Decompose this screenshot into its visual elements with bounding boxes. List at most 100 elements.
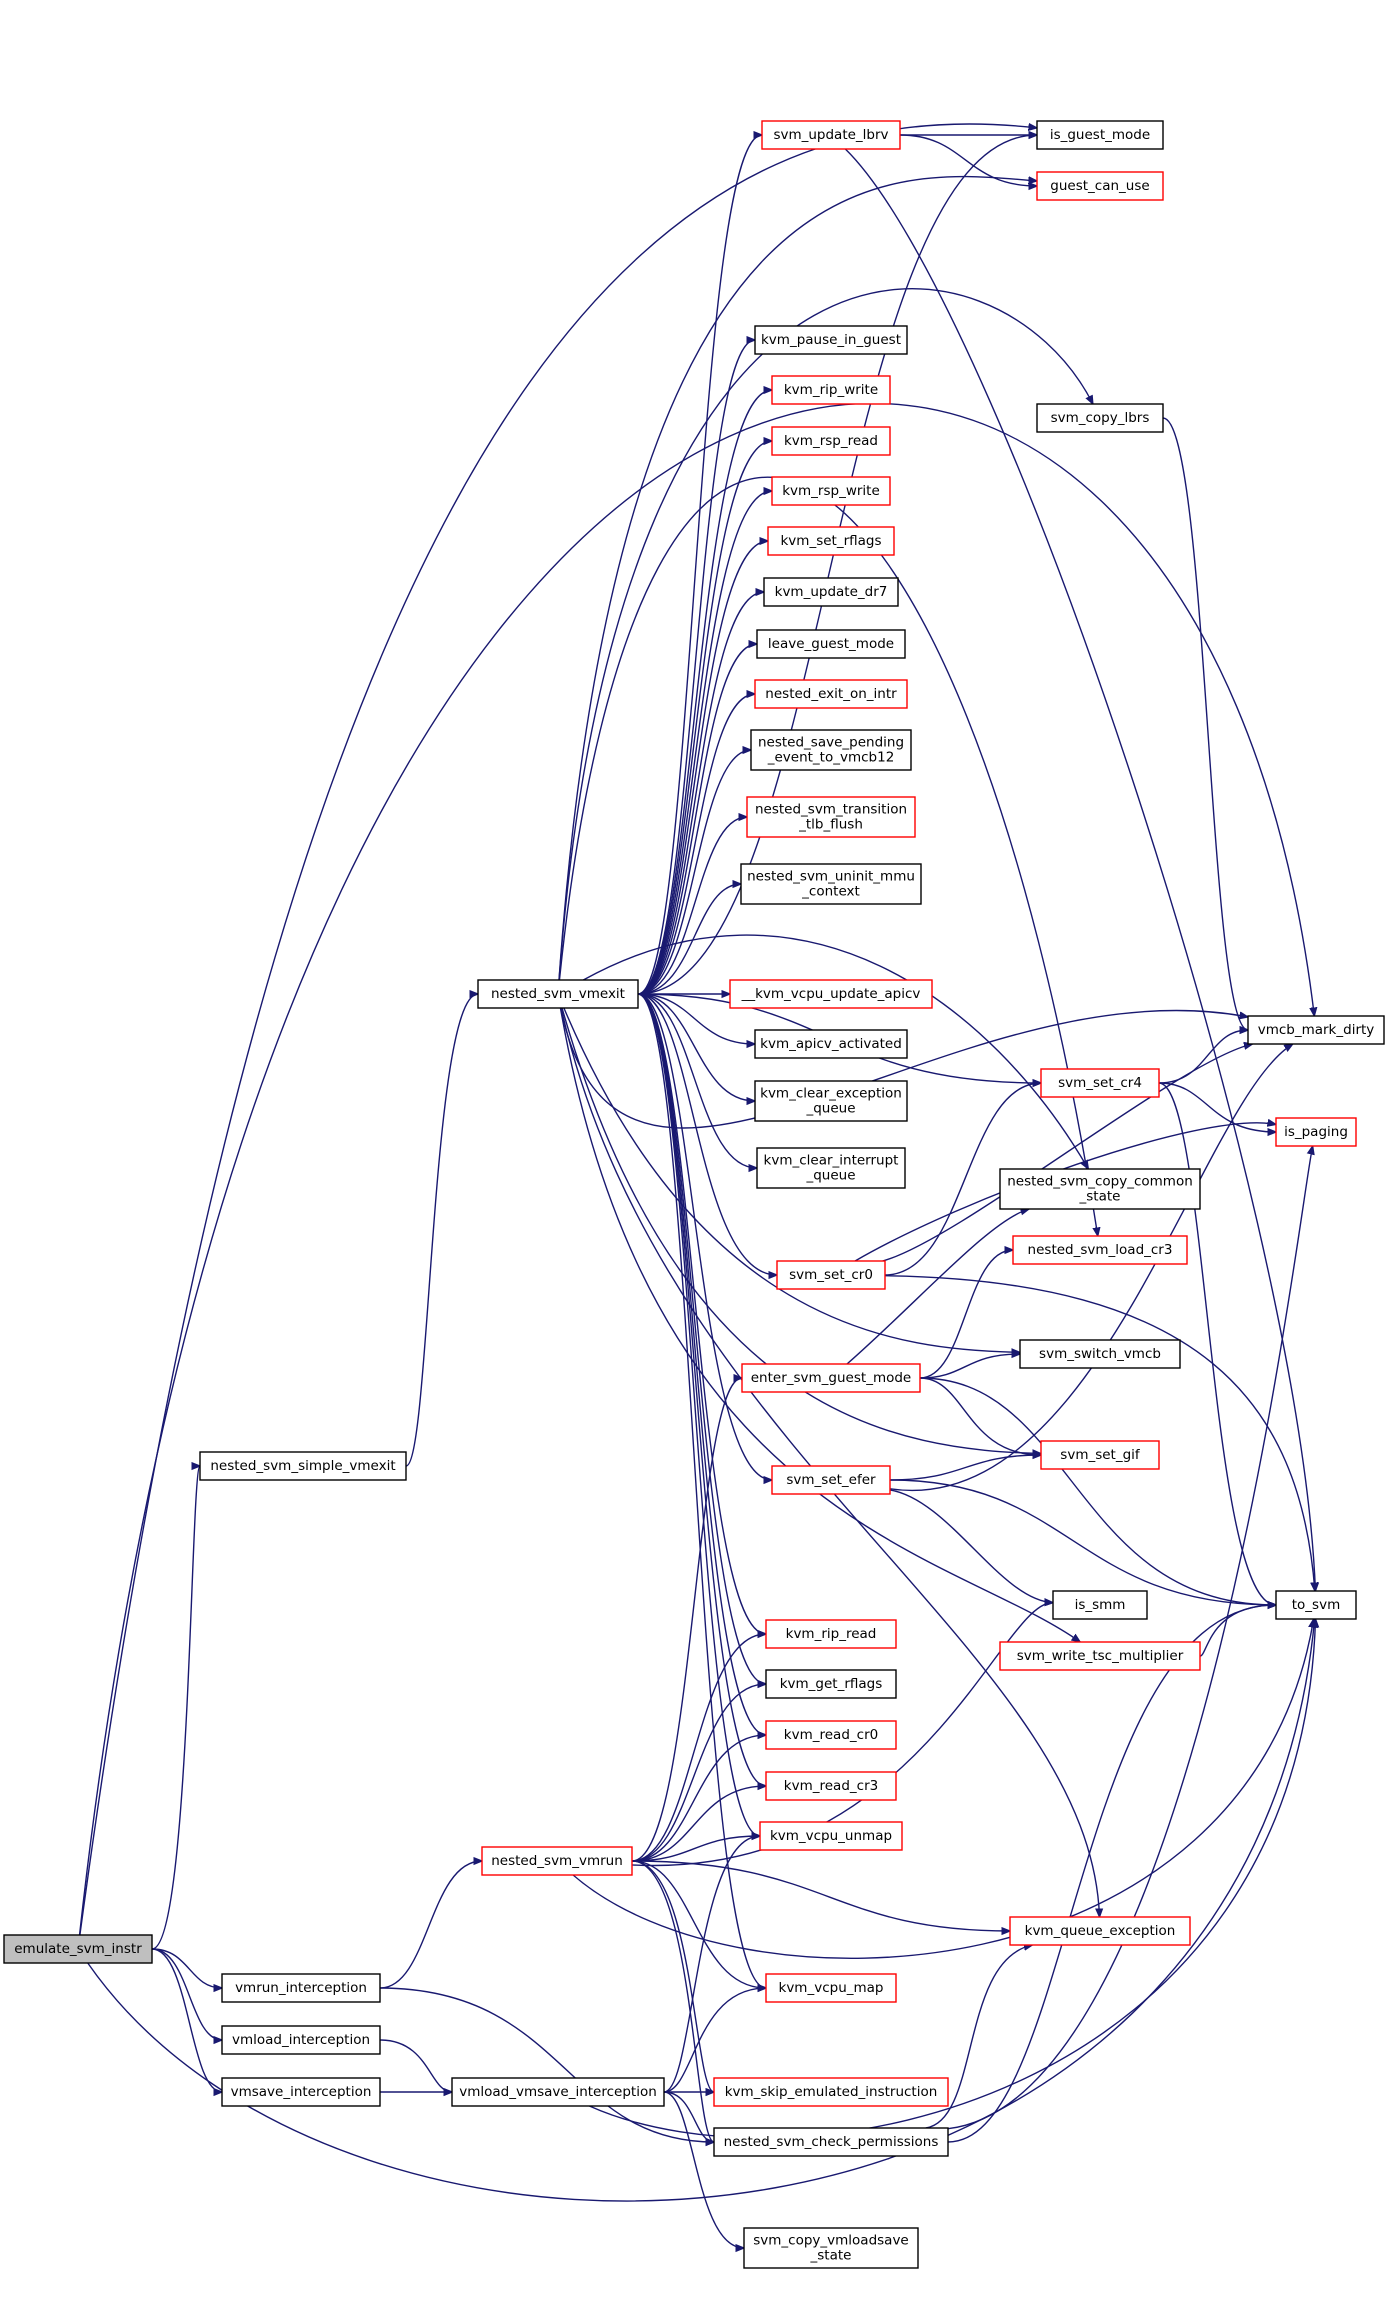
node-box[interactable] bbox=[477, 979, 639, 1009]
node-is-guest-mode[interactable]: is_guest_mode bbox=[1036, 120, 1164, 150]
node-kvm-skip-emulated-instruction[interactable]: kvm_skip_emulated_instruction bbox=[713, 2077, 949, 2107]
node-box[interactable] bbox=[1009, 1916, 1191, 1946]
node-svm-set-cr4[interactable]: svm_set_cr4 bbox=[1040, 1068, 1160, 1098]
node-box[interactable] bbox=[756, 629, 906, 659]
node-nested-svm-vmexit[interactable]: nested_svm_vmexit bbox=[477, 979, 639, 1009]
node-kvm-rsp-write[interactable]: kvm_rsp_write bbox=[771, 476, 891, 506]
node-svm-switch-vmcb[interactable]: svm_switch_vmcb bbox=[1019, 1339, 1181, 1369]
node-box[interactable] bbox=[765, 1771, 897, 1801]
node-nested-svm-uninit-mmu-context[interactable]: nested_svm_uninit_mmu_context bbox=[740, 863, 922, 905]
node-box[interactable] bbox=[776, 1260, 886, 1290]
node-nested-exit-on-intr[interactable]: nested_exit_on_intr bbox=[754, 679, 908, 709]
node-svm-update-lbrv[interactable]: svm_update_lbrv bbox=[761, 120, 901, 150]
node-box[interactable] bbox=[765, 1720, 897, 1750]
node-box[interactable] bbox=[740, 863, 922, 905]
node-kvm-queue-exception[interactable]: kvm_queue_exception bbox=[1009, 1916, 1191, 1946]
node-box[interactable] bbox=[763, 577, 899, 607]
node-box[interactable] bbox=[3, 1934, 153, 1964]
node-box[interactable] bbox=[1036, 403, 1164, 433]
node-to-svm[interactable]: to_svm bbox=[1275, 1590, 1357, 1620]
node-kvm-rip-read[interactable]: kvm_rip_read bbox=[765, 1619, 897, 1649]
node-box[interactable] bbox=[481, 1846, 633, 1876]
node-kvm-read-cr3[interactable]: kvm_read_cr3 bbox=[765, 1771, 897, 1801]
node-nested-svm-vmrun[interactable]: nested_svm_vmrun bbox=[481, 1846, 633, 1876]
node-box[interactable] bbox=[746, 796, 916, 838]
node-box[interactable] bbox=[221, 2025, 381, 2055]
node-box[interactable] bbox=[754, 1029, 908, 1059]
node-nested-save-pending-event-to-vmcb12[interactable]: nested_save_pending_event_to_vmcb12 bbox=[750, 729, 912, 771]
node-box[interactable] bbox=[1247, 1015, 1385, 1045]
node-box[interactable] bbox=[1012, 1235, 1188, 1265]
node-box[interactable] bbox=[754, 325, 908, 355]
node-kvm-vcpu-unmap[interactable]: kvm_vcpu_unmap bbox=[759, 1821, 903, 1851]
node-box[interactable] bbox=[1052, 1590, 1148, 1620]
node-vmcb-mark-dirty[interactable]: vmcb_mark_dirty bbox=[1247, 1015, 1385, 1045]
node-nested-svm-check-permissions[interactable]: nested_svm_check_permissions bbox=[713, 2127, 949, 2157]
node-vmload-vmsave-interception[interactable]: vmload_vmsave_interception bbox=[451, 2077, 665, 2107]
node-emulate-svm-instr[interactable]: emulate_svm_instr bbox=[3, 1934, 153, 1964]
node-box[interactable] bbox=[1036, 171, 1164, 201]
node-enter-svm-guest-mode[interactable]: enter_svm_guest_mode bbox=[741, 1363, 921, 1393]
node-box[interactable] bbox=[1275, 1590, 1357, 1620]
node-box[interactable] bbox=[451, 2077, 665, 2107]
node-nested-svm-simple-vmexit[interactable]: nested_svm_simple_vmexit bbox=[199, 1451, 407, 1481]
node-box[interactable] bbox=[713, 2077, 949, 2107]
node-leave-guest-mode[interactable]: leave_guest_mode bbox=[756, 629, 906, 659]
node-box[interactable] bbox=[761, 120, 901, 150]
node-box[interactable] bbox=[1019, 1339, 1181, 1369]
node-svm-copy-vmloadsave-state[interactable]: svm_copy_vmloadsave_state bbox=[743, 2227, 919, 2269]
node-box[interactable] bbox=[221, 1973, 381, 2003]
node-box[interactable] bbox=[1275, 1117, 1357, 1147]
node-box[interactable] bbox=[713, 2127, 949, 2157]
node-is-smm[interactable]: is_smm bbox=[1052, 1590, 1148, 1620]
node-box[interactable] bbox=[771, 476, 891, 506]
node-box[interactable] bbox=[759, 1821, 903, 1851]
node-box[interactable] bbox=[765, 1669, 897, 1699]
node-svm-set-efer[interactable]: svm_set_efer bbox=[771, 1465, 891, 1495]
node-box[interactable] bbox=[729, 979, 933, 1009]
node-nested-svm-transition-tlb-flush[interactable]: nested_svm_transition_tlb_flush bbox=[746, 796, 916, 838]
node-nested-svm-load-cr3[interactable]: nested_svm_load_cr3 bbox=[1012, 1235, 1188, 1265]
node-box[interactable] bbox=[743, 2227, 919, 2269]
node-vmrun-interception[interactable]: vmrun_interception bbox=[221, 1973, 381, 2003]
node---kvm-vcpu-update-apicv[interactable]: __kvm_vcpu_update_apicv bbox=[729, 979, 933, 1009]
node-box[interactable] bbox=[199, 1451, 407, 1481]
node-kvm-update-dr7[interactable]: kvm_update_dr7 bbox=[763, 577, 899, 607]
node-box[interactable] bbox=[999, 1168, 1201, 1210]
node-svm-set-gif[interactable]: svm_set_gif bbox=[1040, 1440, 1160, 1470]
node-box[interactable] bbox=[1040, 1440, 1160, 1470]
node-box[interactable] bbox=[1040, 1068, 1160, 1098]
node-kvm-clear-interrupt-queue[interactable]: kvm_clear_interrupt_queue bbox=[756, 1147, 906, 1189]
node-box[interactable] bbox=[741, 1363, 921, 1393]
node-box[interactable] bbox=[767, 526, 895, 556]
node-kvm-get-rflags[interactable]: kvm_get_rflags bbox=[765, 1669, 897, 1699]
node-kvm-set-rflags[interactable]: kvm_set_rflags bbox=[767, 526, 895, 556]
node-box[interactable] bbox=[754, 679, 908, 709]
node-kvm-apicv-activated[interactable]: kvm_apicv_activated bbox=[754, 1029, 908, 1059]
node-is-paging[interactable]: is_paging bbox=[1275, 1117, 1357, 1147]
node-kvm-vcpu-map[interactable]: kvm_vcpu_map bbox=[765, 1973, 897, 2003]
node-svm-set-cr0[interactable]: svm_set_cr0 bbox=[776, 1260, 886, 1290]
node-kvm-rip-write[interactable]: kvm_rip_write bbox=[771, 375, 891, 405]
node-svm-write-tsc-multiplier[interactable]: svm_write_tsc_multiplier bbox=[999, 1641, 1201, 1671]
node-box[interactable] bbox=[1036, 120, 1164, 150]
node-box[interactable] bbox=[771, 426, 891, 456]
node-box[interactable] bbox=[756, 1147, 906, 1189]
node-box[interactable] bbox=[765, 1973, 897, 2003]
node-box[interactable] bbox=[999, 1641, 1201, 1671]
node-box[interactable] bbox=[754, 1080, 908, 1122]
node-box[interactable] bbox=[765, 1619, 897, 1649]
node-guest-can-use[interactable]: guest_can_use bbox=[1036, 171, 1164, 201]
node-svm-copy-lbrs[interactable]: svm_copy_lbrs bbox=[1036, 403, 1164, 433]
node-vmload-interception[interactable]: vmload_interception bbox=[221, 2025, 381, 2055]
node-box[interactable] bbox=[221, 2077, 381, 2107]
node-kvm-pause-in-guest[interactable]: kvm_pause_in_guest bbox=[754, 325, 908, 355]
node-box[interactable] bbox=[750, 729, 912, 771]
node-box[interactable] bbox=[771, 375, 891, 405]
node-box[interactable] bbox=[771, 1465, 891, 1495]
node-kvm-rsp-read[interactable]: kvm_rsp_read bbox=[771, 426, 891, 456]
node-nested-svm-copy-common-state[interactable]: nested_svm_copy_common_state bbox=[999, 1168, 1201, 1210]
node-vmsave-interception[interactable]: vmsave_interception bbox=[221, 2077, 381, 2107]
node-kvm-read-cr0[interactable]: kvm_read_cr0 bbox=[765, 1720, 897, 1750]
node-kvm-clear-exception-queue[interactable]: kvm_clear_exception_queue bbox=[754, 1080, 908, 1122]
